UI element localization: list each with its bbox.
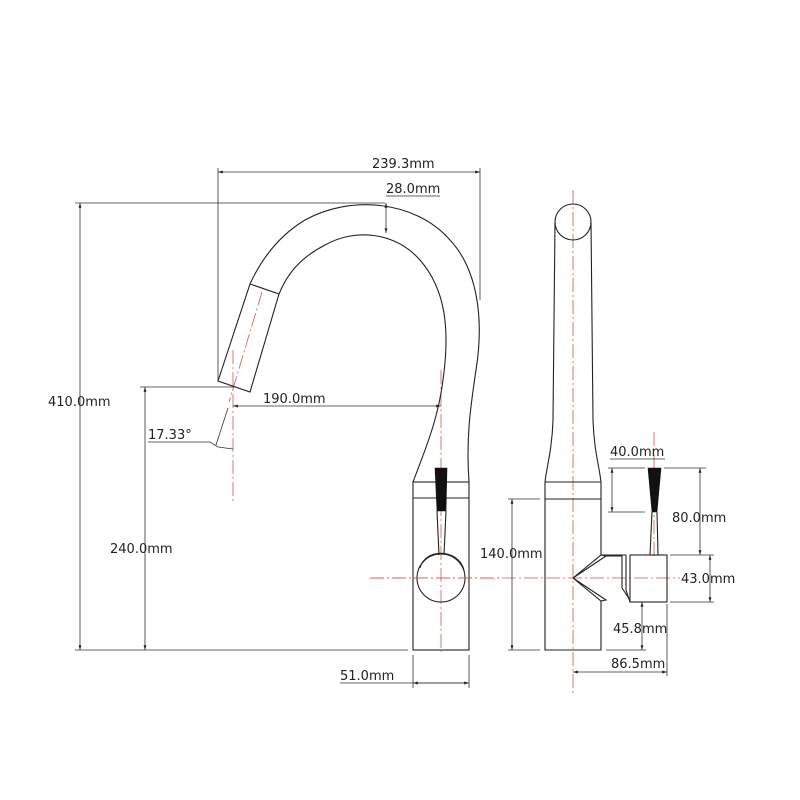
- spout-diameter-label: 28.0mm: [386, 182, 440, 197]
- outlet-connector: [601, 554, 631, 603]
- outlet-diameter-label: 43.0mm: [681, 572, 735, 587]
- side-handle-stem: [649, 511, 659, 556]
- angle-line: [215, 407, 229, 446]
- side-body: [544, 482, 602, 651]
- outlet-block: [629, 554, 668, 603]
- outlet-offset-label: 86.5mm: [611, 657, 665, 672]
- tube-left-edge: [544, 221, 556, 483]
- handle-height-label: 80.0mm: [672, 511, 726, 526]
- cartridge-arc: [419, 552, 465, 571]
- side-handle-grip: [647, 467, 662, 513]
- reach-label: 190.0mm: [263, 392, 326, 407]
- tube-right-edge: [590, 221, 602, 483]
- spout-inner-curve: [278, 234, 447, 483]
- spray-head: [217, 283, 280, 393]
- overall-width-label: 239.3mm: [372, 157, 435, 172]
- body-height-label: 140.0mm: [480, 547, 543, 562]
- front-view: 239.3mm 28.0mm 410.0mm 240.0mm 190.0mm 1…: [48, 157, 500, 688]
- overall-height-label: 410.0mm: [48, 395, 111, 410]
- outlet-height-label: 45.8mm: [613, 622, 667, 637]
- handle-stem: [436, 510, 447, 556]
- handle-grip: [434, 467, 448, 512]
- spray-centerline: [228, 291, 263, 403]
- handle-width-label: 40.0mm: [610, 445, 664, 460]
- angle-leader: [148, 441, 234, 450]
- spout-height-label: 240.0mm: [110, 542, 173, 557]
- spray-angle-label: 17.33°: [148, 428, 192, 443]
- spout-outer-curve: [249, 204, 480, 483]
- side-view: 140.0mm 40.0mm 80.0mm 43.0mm 45.8mm 86.5…: [370, 190, 735, 695]
- base-width-label: 51.0mm: [340, 669, 394, 684]
